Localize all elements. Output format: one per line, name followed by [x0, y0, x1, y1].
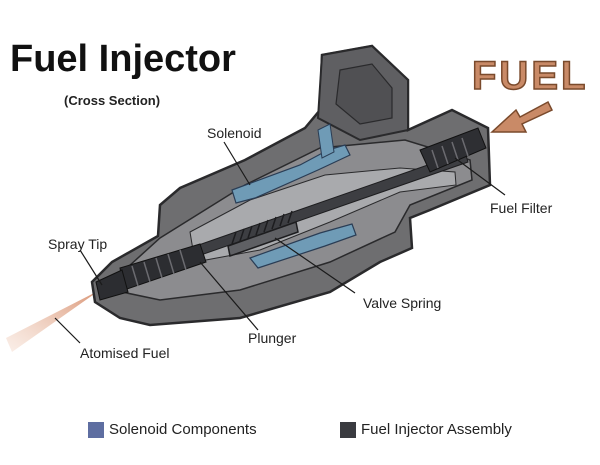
page-title: Fuel Injector: [10, 38, 236, 80]
callout-plunger: Plunger: [248, 330, 297, 346]
leader-spray-tip: [79, 249, 103, 286]
page-subtitle: (Cross Section): [64, 93, 161, 108]
legend-swatch-assembly: [340, 421, 356, 438]
fuel-spray: [6, 290, 100, 352]
callout-solenoid: Solenoid: [207, 125, 262, 141]
callout-spray-tip: Spray Tip: [48, 236, 108, 252]
callout-atomised-fuel: Atomised Fuel: [80, 345, 170, 361]
leader-plunger: [199, 261, 259, 331]
plunger: [119, 243, 207, 291]
legend-item-assembly: Fuel Injector Assembly: [340, 421, 512, 438]
injector-body: [90, 44, 492, 327]
leader-fuel-filter: [454, 157, 506, 196]
fuel-filter: [419, 127, 487, 173]
legend-swatch-solenoid: [88, 421, 104, 438]
valve-spring: [227, 210, 299, 257]
fuel-arrow: [490, 100, 554, 133]
legend-label-solenoid: Solenoid Components: [109, 421, 257, 438]
spray-tip: [95, 269, 129, 301]
solenoid-components: [231, 123, 357, 269]
leader-atomised-fuel: [54, 317, 81, 344]
leader-valve-spring: [274, 237, 356, 294]
legend-item-solenoid: Solenoid Components: [88, 421, 257, 438]
leader-solenoid: [223, 141, 251, 186]
callout-valve-spring: Valve Spring: [363, 295, 442, 311]
legend-label-assembly: Fuel Injector Assembly: [361, 421, 512, 438]
callout-fuel-filter: Fuel Filter: [490, 200, 553, 216]
fuel-inlet-label: FUEL: [471, 54, 589, 98]
